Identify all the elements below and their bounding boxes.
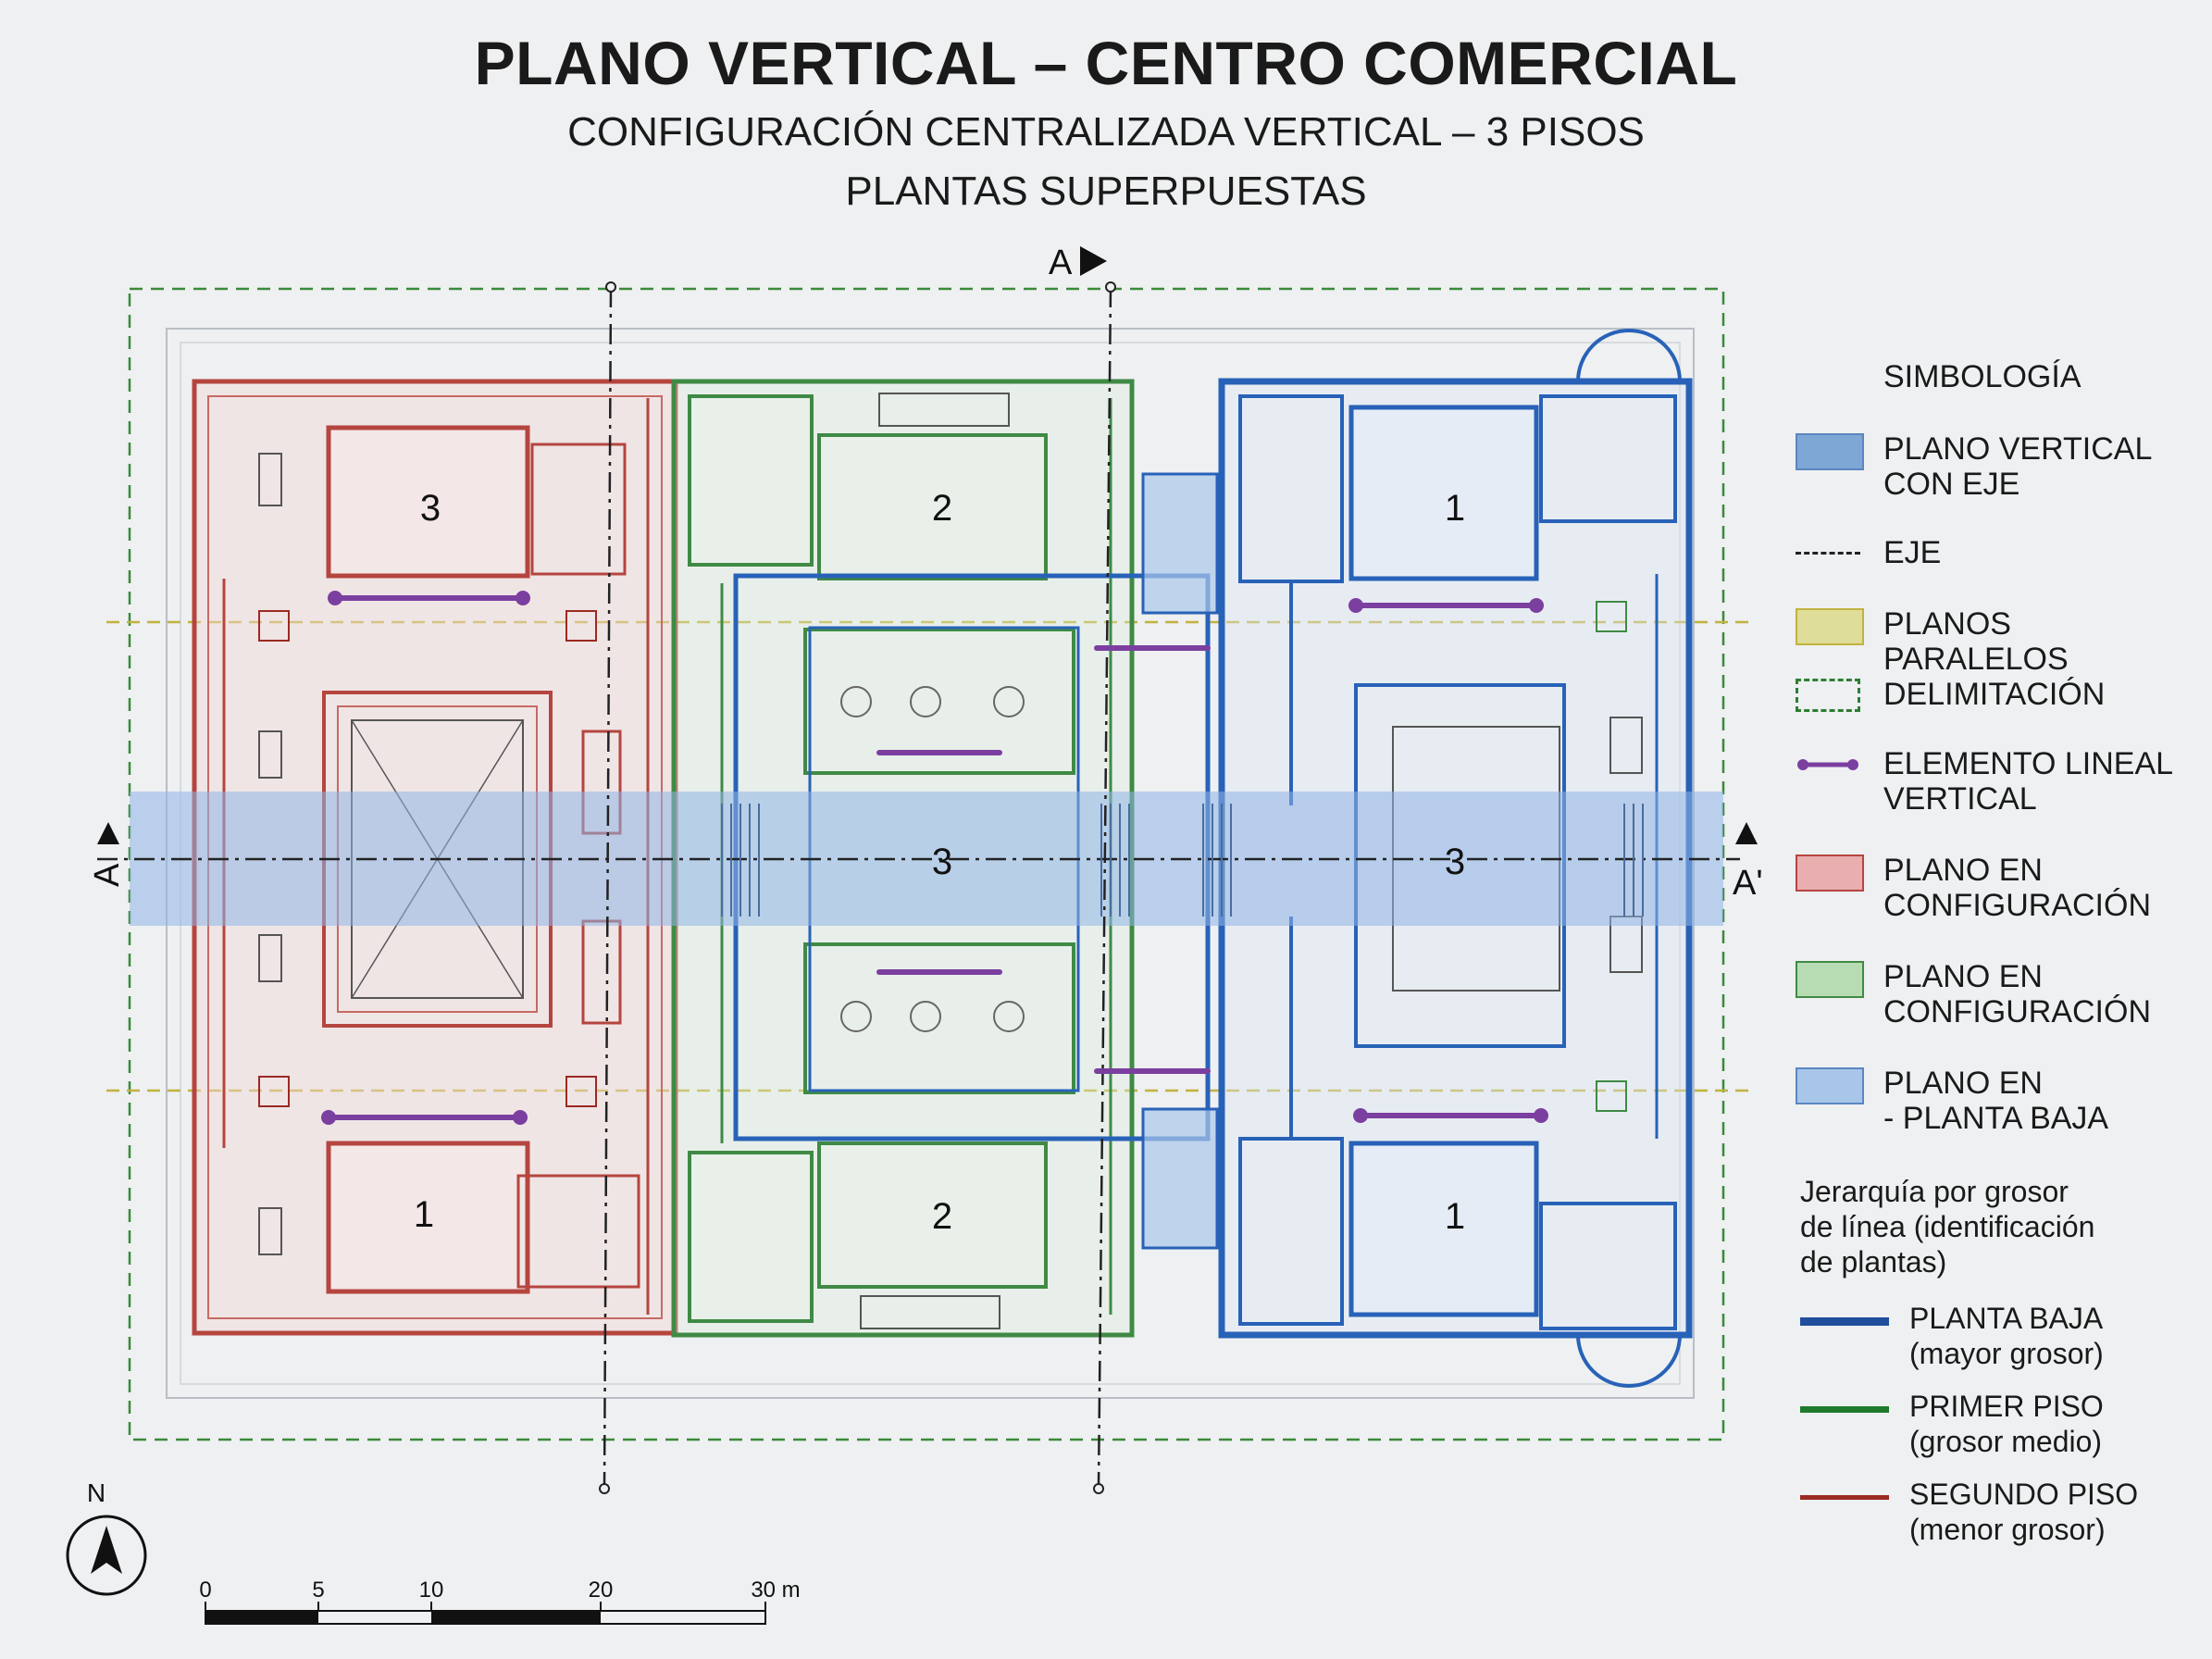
legend-swatch — [1796, 552, 1860, 555]
section-arrow-top — [1080, 246, 1107, 276]
section-arrow-left — [97, 822, 119, 844]
section-label-top: A — [1049, 243, 1073, 282]
scale-tick-label: 5 — [312, 1578, 324, 1603]
line-weight-label: SEGUNDO PISO (menor grosor) — [1909, 1478, 2139, 1546]
legend-swatch — [1796, 679, 1860, 712]
hierarchy-note: Jerarquía por grosor de línea (identific… — [1800, 1175, 2095, 1279]
section-label-right: A' — [1733, 864, 1763, 903]
room-number: 3 — [932, 842, 952, 882]
north-label: N — [87, 1478, 106, 1507]
line-weight-label: PRIMER PISO (grosor medio) — [1909, 1390, 2104, 1458]
mechanical-units — [840, 686, 1025, 1032]
room-number: 1 — [414, 1194, 434, 1235]
vertical-axis-left — [603, 286, 613, 1487]
room-number: 1 — [1445, 488, 1465, 529]
scale-tick-label: 0 — [199, 1578, 211, 1603]
scale-bar: 0 5 10 20 30 m — [199, 1578, 801, 1625]
legend-label: PLANO VERTICAL CON EJE — [1883, 431, 2153, 502]
line-weight-label: PLANTA BAJA (mayor grosor) — [1909, 1302, 2104, 1370]
legend-label: PLANO EN CONFIGURACIÓN — [1883, 959, 2151, 1029]
section-label-left: A — [88, 863, 127, 887]
ground-floor-room-top — [1348, 405, 1539, 581]
legend-label: PLANO EN - PLANTA BAJA — [1883, 1066, 2109, 1136]
legend-label: DELIMITACIÓN — [1883, 677, 2106, 712]
plan-subtitle-2: PLANTAS SUPERPUESTAS — [845, 168, 1367, 214]
first-floor-room-bottom — [817, 1141, 1048, 1289]
vertical-linear-elements — [326, 595, 1544, 1120]
scale-tick-label: 10 — [419, 1578, 444, 1603]
legend-swatch — [1796, 1067, 1864, 1104]
section-arrow-right — [1735, 822, 1758, 844]
scale-tick-label: 20 — [589, 1578, 614, 1603]
legend-label: PLANOS PARALELOS — [1883, 606, 2069, 677]
legend-swatch — [1796, 608, 1864, 645]
room-number: 2 — [932, 488, 952, 529]
stairs-hatching — [721, 804, 1644, 917]
legend-label: EJE — [1883, 535, 1942, 570]
first-floor-room-top — [817, 433, 1048, 580]
north-arrow-icon — [66, 1515, 147, 1596]
legend-swatch — [1796, 748, 1860, 781]
legend-label: PLANO EN CONFIGURACIÓN — [1883, 853, 2151, 923]
vertical-axis-right — [1097, 286, 1112, 1487]
legend-swatch — [1796, 854, 1864, 892]
legend-swatch — [1796, 433, 1864, 470]
delimitation-boundary — [128, 287, 1725, 1441]
line-weight-sample — [1800, 1495, 1889, 1500]
scale-tick-label: 30 m — [751, 1578, 800, 1603]
room-number: 3 — [420, 488, 441, 529]
plan-title: PLANO VERTICAL – CENTRO COMERCIAL — [474, 29, 1738, 97]
legend-label: ELEMENTO LINEAL VERTICAL — [1883, 746, 2174, 817]
room-number: 3 — [1445, 842, 1465, 882]
ground-floor-room-bottom — [1348, 1141, 1539, 1317]
legend-swatch — [1796, 961, 1864, 998]
line-weight-sample — [1800, 1406, 1889, 1413]
room-number: 2 — [932, 1196, 952, 1237]
second-floor-room-bottom — [326, 1141, 530, 1294]
room-number: 1 — [1445, 1196, 1465, 1237]
plan-subtitle: CONFIGURACIÓN CENTRALIZADA VERTICAL – 3 … — [567, 109, 1645, 155]
second-floor-room-top — [326, 425, 530, 579]
line-weight-sample — [1800, 1317, 1889, 1326]
legend-heading: SIMBOLOGÍA — [1883, 359, 2082, 394]
